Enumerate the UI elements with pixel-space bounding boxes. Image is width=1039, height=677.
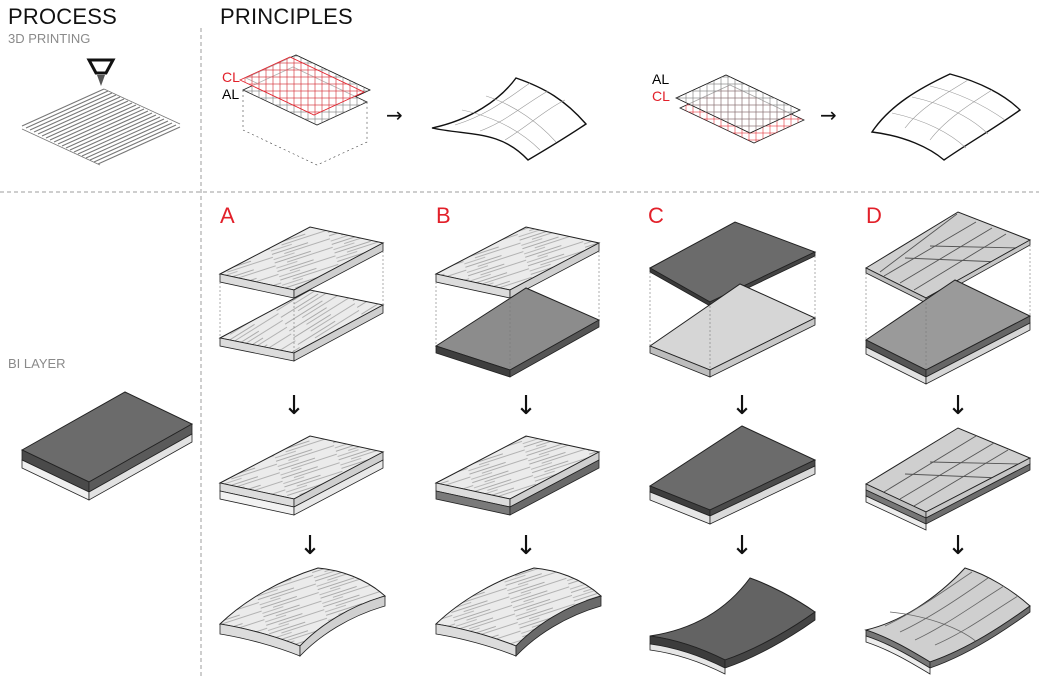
- column-a-arrow-2: ↓: [299, 531, 321, 561]
- column-a-combined: [220, 436, 383, 515]
- column-c-stack: ↓ ↓: [650, 222, 815, 674]
- bilayer-sample: [22, 392, 192, 500]
- printed-lines-pattern: [22, 89, 180, 165]
- column-c-combined: [650, 426, 815, 524]
- column-b-bottom-layer: [436, 288, 599, 377]
- column-c-curved: [650, 578, 815, 674]
- column-a-top-layer: [220, 227, 383, 298]
- column-a-arrow-1: ↓: [283, 391, 305, 421]
- principle-right-layers: [676, 75, 804, 143]
- column-a-curved: [220, 568, 385, 656]
- column-b-arrow-2: ↓: [515, 531, 537, 561]
- principle-right-arrow: →: [820, 103, 837, 127]
- principle-right-curved-sheet: [872, 74, 1020, 160]
- column-d-arrow-2: ↓: [947, 531, 969, 561]
- column-b-stack: ↓ ↓: [436, 227, 601, 656]
- column-d-stack: ↓ ↓: [866, 212, 1030, 674]
- principle-left-curved-sheet: [432, 78, 586, 160]
- column-c-arrow-1: ↓: [731, 391, 753, 421]
- principle-left-arrow: →: [386, 103, 403, 127]
- column-b-combined: [436, 436, 599, 515]
- column-d-bottom-layer: [866, 280, 1030, 384]
- column-b-top-layer: [436, 227, 599, 298]
- column-b-curved: [436, 568, 601, 656]
- column-a-bottom-layer: [220, 290, 383, 361]
- column-b-arrow-1: ↓: [515, 391, 537, 421]
- column-a-stack: ↓ ↓: [220, 227, 385, 656]
- column-d-arrow-1: ↓: [947, 391, 969, 421]
- column-d-curved: [866, 568, 1030, 674]
- column-c-bottom-layer: [650, 284, 815, 377]
- column-c-arrow-2: ↓: [731, 531, 753, 561]
- principle-left-layers: [240, 55, 370, 165]
- printer-nozzle-icon: [89, 60, 113, 86]
- column-d-combined: [866, 428, 1030, 530]
